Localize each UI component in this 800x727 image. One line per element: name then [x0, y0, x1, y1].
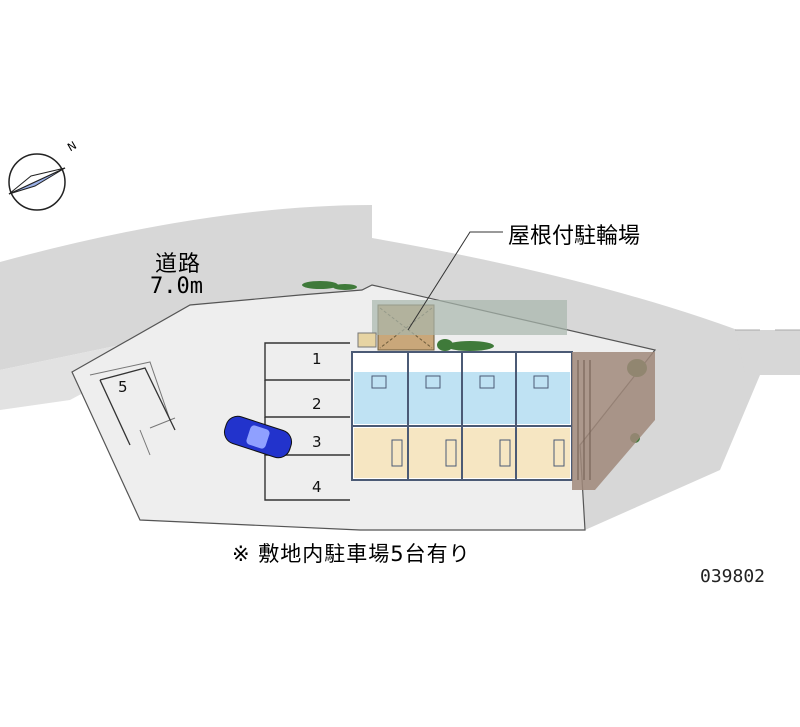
bicycle-label-leader	[407, 231, 503, 331]
shelter-roof	[372, 300, 567, 335]
small-boxes	[357, 332, 377, 348]
property-id: 039802	[700, 566, 766, 587]
car-icon	[223, 415, 293, 459]
parking-note: ※ 敷地内駐車場5台有り	[232, 542, 471, 566]
unit-fixtures	[371, 375, 565, 467]
unit-walls	[352, 352, 572, 480]
parking-slot-5-lines	[99, 367, 176, 446]
deck-hatch	[577, 360, 591, 480]
site-inner-line	[89, 361, 171, 421]
compass-icon	[8, 153, 66, 211]
site-inner-line-2	[139, 417, 176, 456]
road-width-label: 7.0m	[150, 274, 203, 299]
parking-slot-3: 3	[312, 433, 322, 451]
bicycle-parking-label: 屋根付駐輪場	[508, 224, 641, 249]
parking-slot-5: 5	[118, 378, 128, 396]
deck	[572, 352, 655, 490]
parking-slot-2: 2	[312, 395, 322, 413]
road-name-label: 道路	[155, 252, 202, 277]
parking-slot-4: 4	[312, 478, 322, 496]
parking-slot-1: 1	[312, 350, 322, 368]
road-right-branch	[735, 330, 800, 375]
